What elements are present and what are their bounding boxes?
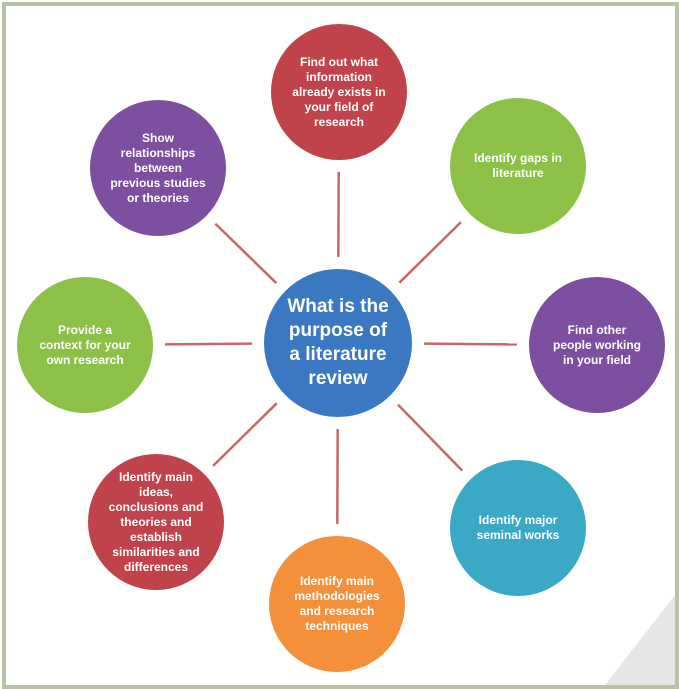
node-label-identify-gaps: Identify gaps in literature [450,98,586,234]
node-label-find-existing-info: Find out what information already exists… [271,24,407,160]
node-label-show-relationships: Show relationships between previous stud… [90,100,226,236]
connector-provide-context [165,344,252,345]
node-label-find-other-people: Find other people working in your field [529,277,665,413]
connector-find-other-people [424,344,517,345]
center-node-label: What is the purpose of a literature revi… [264,269,412,417]
node-label-provide-context: Provide a context for your own research [17,277,153,413]
node-label-identify-seminal-works: Identify major seminal works [450,460,586,596]
node-label-identify-main-ideas: Identify main ideas, conclusions and the… [88,454,224,590]
node-label-identify-methodologies: Identify main methodologies and research… [269,536,405,672]
